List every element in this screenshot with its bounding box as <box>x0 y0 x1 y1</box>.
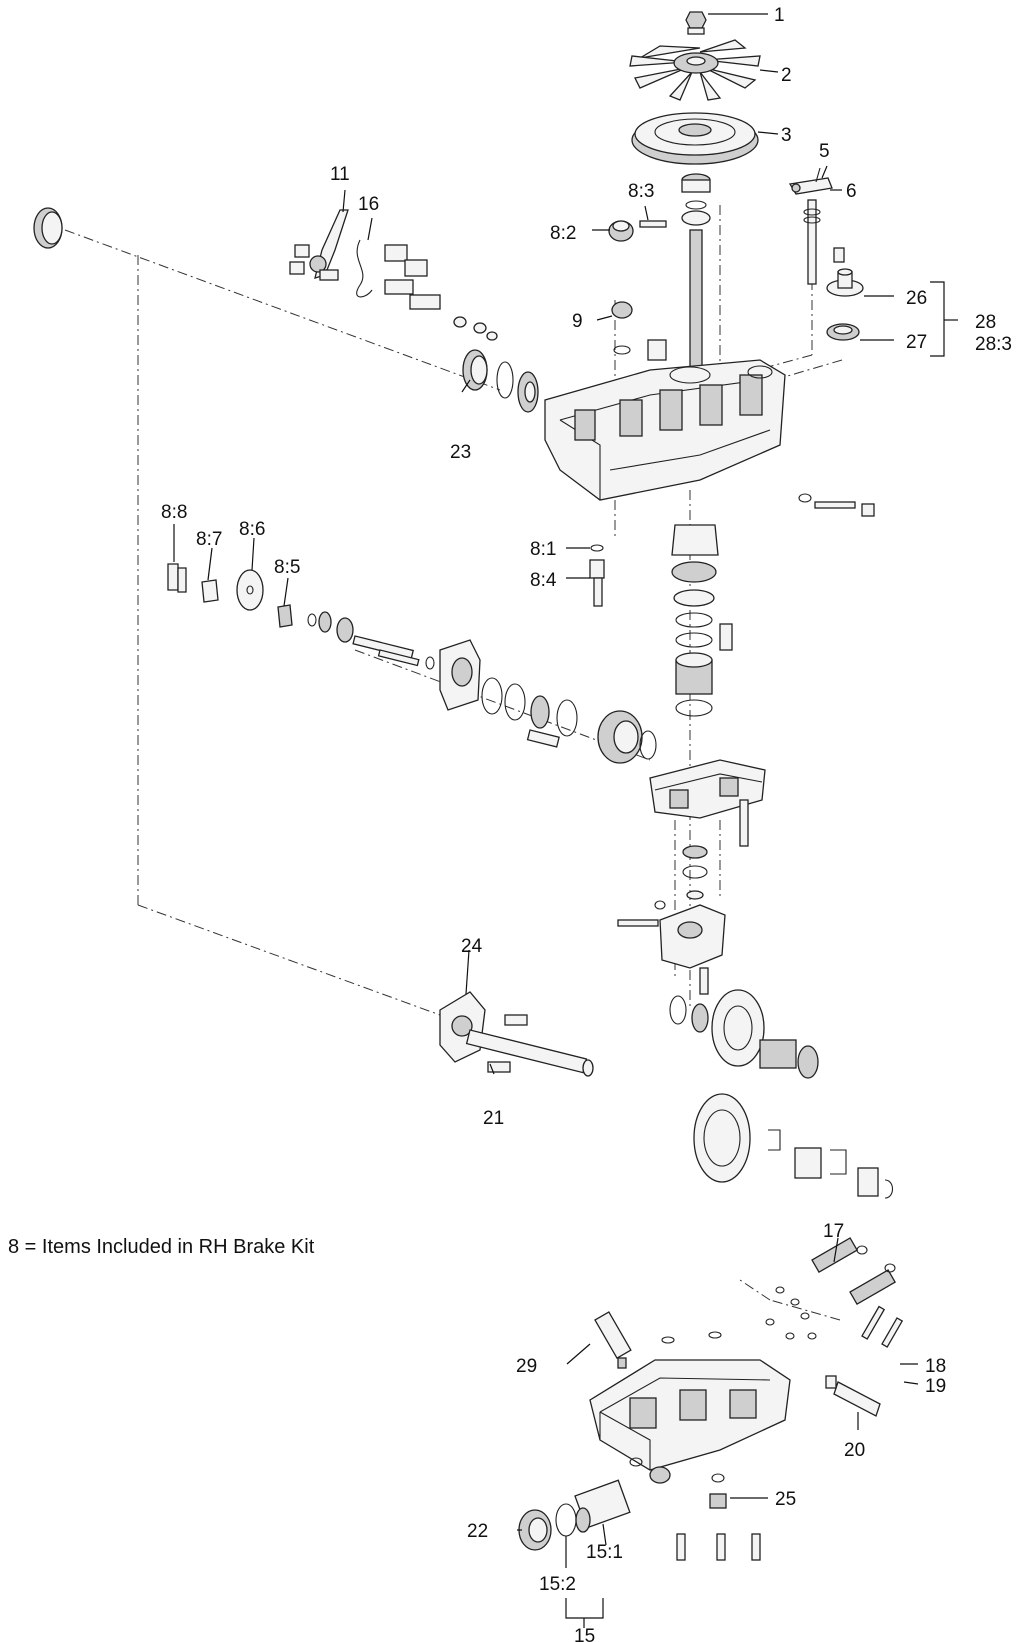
callout-18: 18 <box>925 1356 946 1377</box>
brake-arm-part <box>608 220 667 242</box>
callout-25: 25 <box>775 1489 796 1510</box>
callout-26: 26 <box>906 288 927 309</box>
callout-23: 23 <box>450 442 471 463</box>
callout-8-5: 8:5 <box>274 557 300 578</box>
brake-kit-parts <box>167 563 293 628</box>
callout-2: 2 <box>781 65 792 86</box>
callout-19: 19 <box>925 1376 946 1397</box>
main-housing-part <box>544 359 786 501</box>
callout-15-1: 15:1 <box>586 1542 623 1563</box>
pulley-part <box>631 112 759 165</box>
brake-pin-part <box>589 544 605 607</box>
callout-24: 24 <box>461 936 483 957</box>
callout-9: 9 <box>572 311 583 332</box>
callout-8-1: 8:1 <box>530 539 556 560</box>
callout-22: 22 <box>467 1521 488 1542</box>
nut-part <box>685 11 707 35</box>
callout-3: 3 <box>781 125 792 146</box>
callout-20: 20 <box>844 1440 865 1461</box>
axle-part <box>439 991 594 1077</box>
sealant-tube-part <box>594 1311 632 1369</box>
callout-21: 21 <box>483 1108 504 1129</box>
callout-8-4: 8:4 <box>530 570 557 591</box>
center-section-part <box>649 759 766 847</box>
plug-part <box>611 301 667 361</box>
drain-plug-part <box>629 1457 761 1561</box>
callout-15-2: 15:2 <box>539 1574 576 1595</box>
side-bolt-part <box>798 493 875 517</box>
control-arm-part <box>788 167 845 285</box>
charge-pump-part <box>617 845 726 995</box>
callout-17: 17 <box>823 1221 844 1242</box>
callout-28: 28 <box>975 312 996 333</box>
fan-part <box>629 39 761 101</box>
callout-labels: 1 2 3 5 6 8:3 8:2 11 16 26 27 28 28:3 9 … <box>161 5 1012 1642</box>
brake-shaft-part <box>307 611 657 764</box>
bracket-part <box>825 1305 904 1417</box>
callout-8-6: 8:6 <box>239 519 265 540</box>
callout-1: 1 <box>774 5 785 26</box>
center-stack-part <box>671 524 733 717</box>
input-shaft-part <box>681 173 711 371</box>
filter-parts <box>518 1479 631 1551</box>
seal-part <box>33 207 539 413</box>
callout-8-3: 8:3 <box>628 181 654 202</box>
lower-housing-part <box>589 1331 791 1484</box>
callout-5: 5 <box>819 141 830 162</box>
callout-8-7: 8:7 <box>196 529 222 550</box>
callout-28-3: 28:3 <box>975 334 1012 355</box>
callout-8-2: 8:2 <box>550 223 576 244</box>
kit-note: 8 = Items Included in RH Brake Kit <box>8 1236 315 1258</box>
callout-8-8: 8:8 <box>161 502 187 523</box>
callout-16: 16 <box>358 194 379 215</box>
callout-15: 15 <box>574 1626 595 1642</box>
leader-lines <box>173 13 958 1628</box>
callout-6: 6 <box>846 181 857 202</box>
lever-assembly-part <box>289 209 498 341</box>
trunnion-part <box>826 268 864 341</box>
callout-11: 11 <box>330 164 350 185</box>
callout-29: 29 <box>516 1356 537 1377</box>
callout-27: 27 <box>906 332 927 353</box>
gear-train-part <box>669 989 894 1199</box>
